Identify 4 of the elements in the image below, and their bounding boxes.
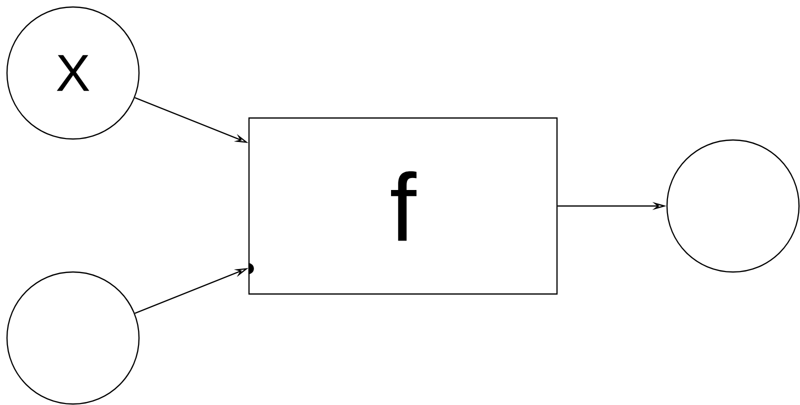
circle-node: X — [6, 6, 140, 140]
circle-node — [666, 139, 800, 273]
circle-node — [6, 271, 140, 405]
function-box: f — [248, 117, 558, 295]
